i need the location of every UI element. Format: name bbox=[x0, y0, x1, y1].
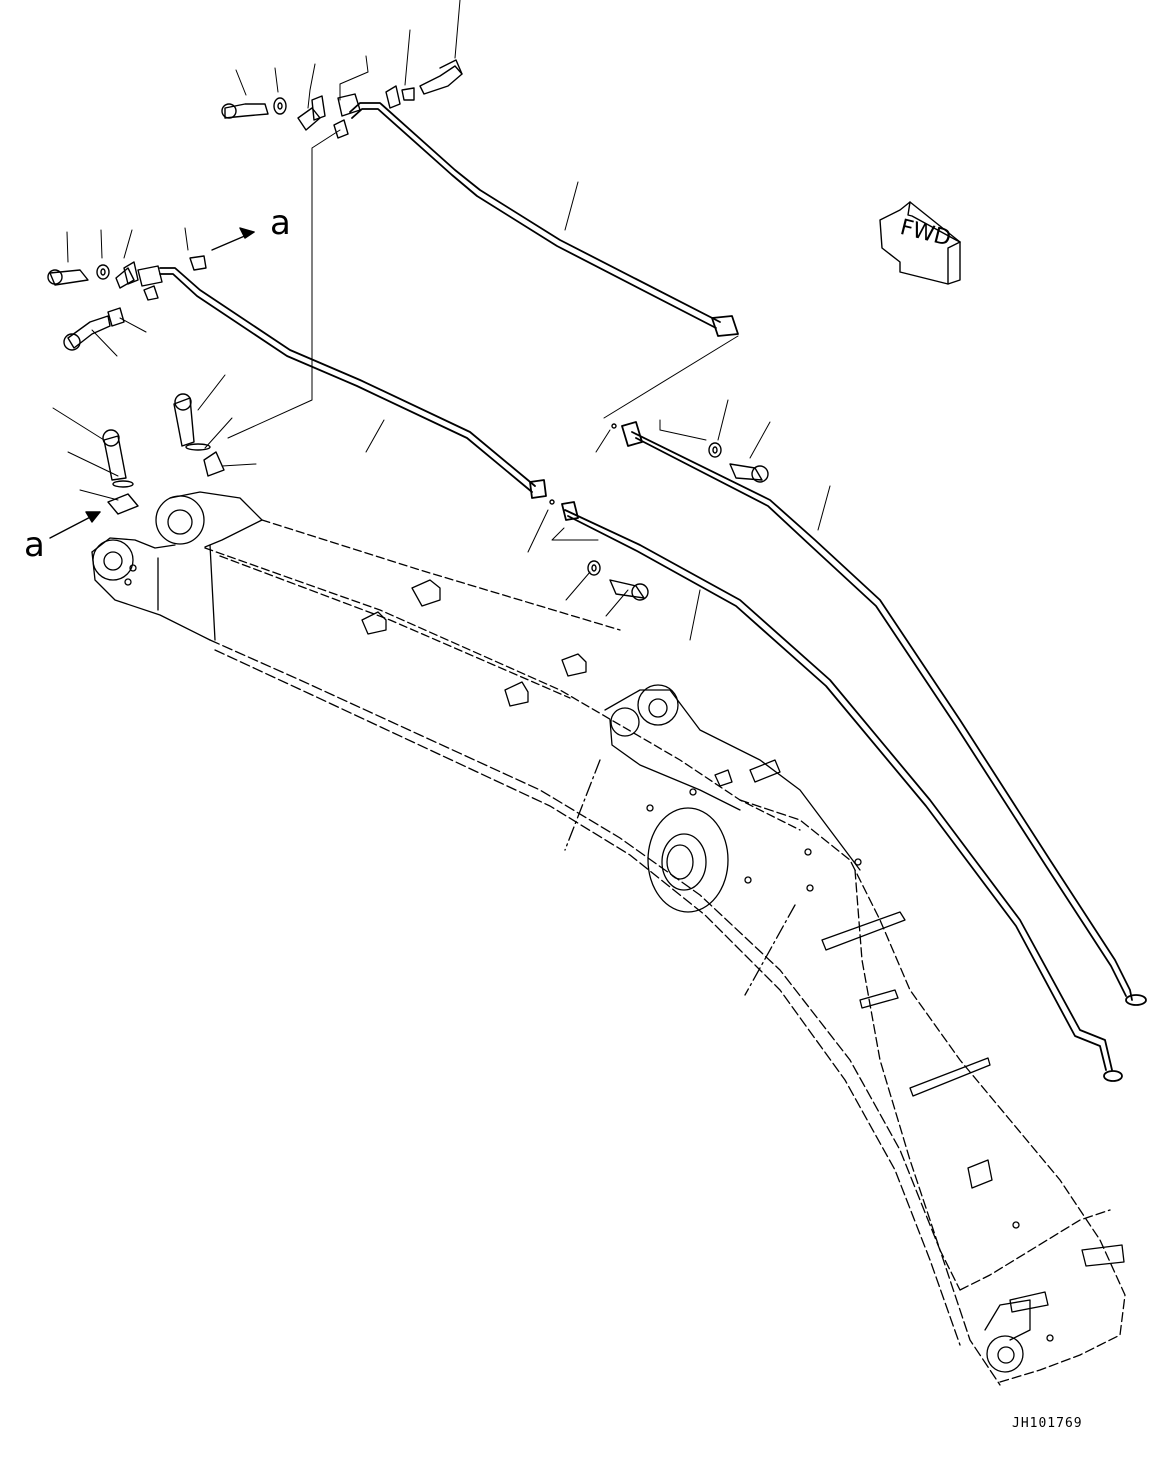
leader-lines bbox=[52, 0, 831, 641]
fwd-label: FWD bbox=[898, 215, 954, 252]
callout-label-a-left: a bbox=[24, 525, 45, 565]
lower-right-tube bbox=[561, 501, 1123, 1082]
fwd-arrow-icon bbox=[879, 201, 961, 285]
drawing-code: JH101769 bbox=[1012, 1416, 1083, 1431]
callout-arrow-top bbox=[211, 227, 255, 251]
middle-tube bbox=[159, 267, 547, 499]
callout-arrow-left bbox=[49, 511, 101, 539]
hardware-parts bbox=[47, 59, 769, 601]
upper-tube bbox=[349, 102, 739, 337]
callout-label-a-top: a bbox=[270, 203, 291, 243]
boom-body bbox=[91, 491, 1126, 1386]
right-long-tube bbox=[621, 421, 1147, 1006]
